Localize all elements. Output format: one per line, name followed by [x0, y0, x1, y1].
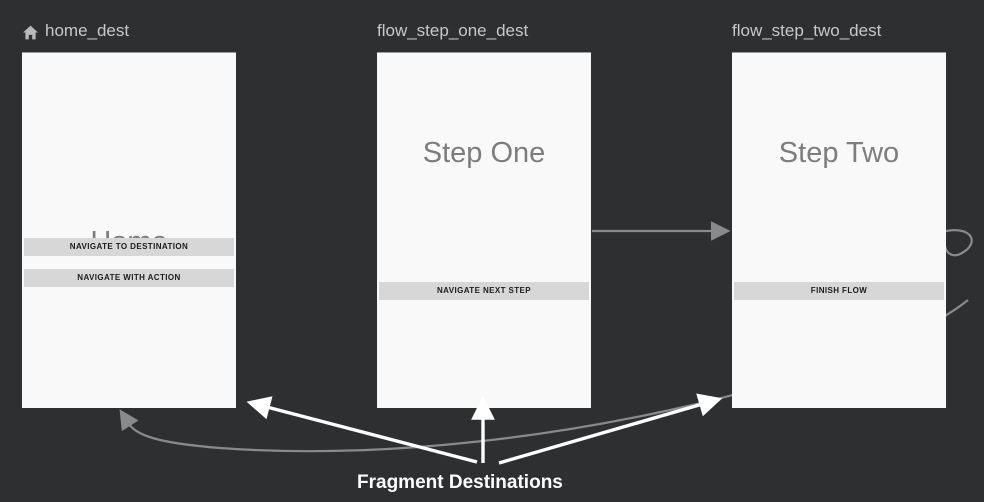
- pointer-to-home: [246, 396, 478, 464]
- button-navigate-to-destination[interactable]: NAVIGATE TO DESTINATION: [24, 238, 234, 256]
- destination-label-text: flow_step_one_dest: [377, 21, 529, 40]
- connection-step-two-loop: [943, 229, 973, 257]
- destination-label-text: flow_step_two_dest: [732, 21, 882, 40]
- pointer-to-step-two: [498, 393, 723, 465]
- screen-title-step-one: Step One: [422, 137, 546, 169]
- home-icon: [22, 25, 39, 40]
- destination-label-home-dest: home_dest: [22, 21, 129, 41]
- button-navigate-next-step[interactable]: NAVIGATE NEXT STEP: [379, 282, 589, 300]
- screen-title-step-two: Step Two: [778, 137, 900, 169]
- annotation-fragment-destinations: Fragment Destinations: [357, 472, 563, 493]
- destination-label-text: home_dest: [45, 21, 130, 40]
- button-navigate-with-action[interactable]: NAVIGATE WITH ACTION: [24, 269, 234, 287]
- destination-card-home-dest[interactable]: Home NAVIGATE TO DESTINATION NAVIGATE WI…: [22, 52, 236, 408]
- destination-label-flow-step-two-dest: flow_step_two_dest: [732, 21, 881, 41]
- destination-card-flow-step-two-dest[interactable]: Step Two FINISH FLOW: [732, 52, 946, 408]
- destination-card-flow-step-one-dest[interactable]: Step One NAVIGATE NEXT STEP: [377, 52, 591, 408]
- button-finish-flow[interactable]: FINISH FLOW: [734, 282, 944, 300]
- destination-label-flow-step-one-dest: flow_step_one_dest: [377, 21, 528, 41]
